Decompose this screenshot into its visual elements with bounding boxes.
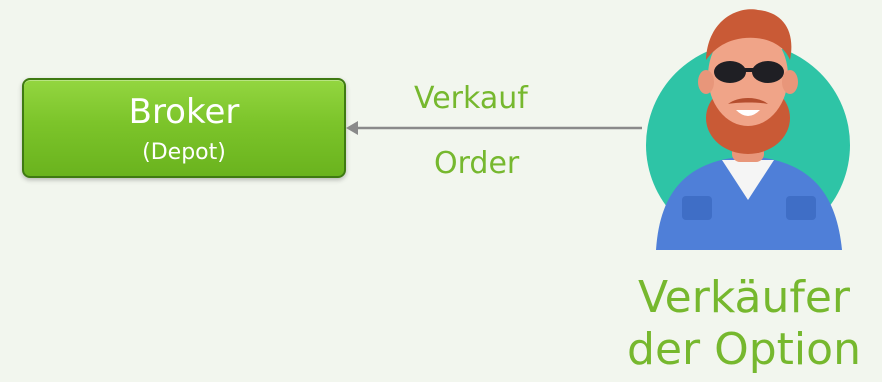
avatar-face — [708, 26, 788, 126]
sunglasses-icon — [714, 61, 784, 83]
arrow-label-bottom: Order — [434, 146, 520, 181]
person-avatar-icon — [646, 9, 850, 250]
broker-title: Broker — [128, 92, 240, 132]
seller-label-line1: Verkäufer — [637, 272, 851, 323]
arrow-label-top: Verkauf — [414, 81, 528, 116]
seller-label-line2: der Option — [627, 324, 861, 375]
seller-label: Verkäufer der Option — [606, 272, 882, 376]
arrow-head-icon — [346, 121, 358, 135]
avatar-hair — [706, 9, 792, 60]
broker-subtitle: (Depot) — [142, 140, 226, 165]
broker-box: Broker (Depot) — [22, 78, 346, 178]
avatar-jacket — [656, 156, 842, 250]
order-arrow — [346, 121, 642, 135]
